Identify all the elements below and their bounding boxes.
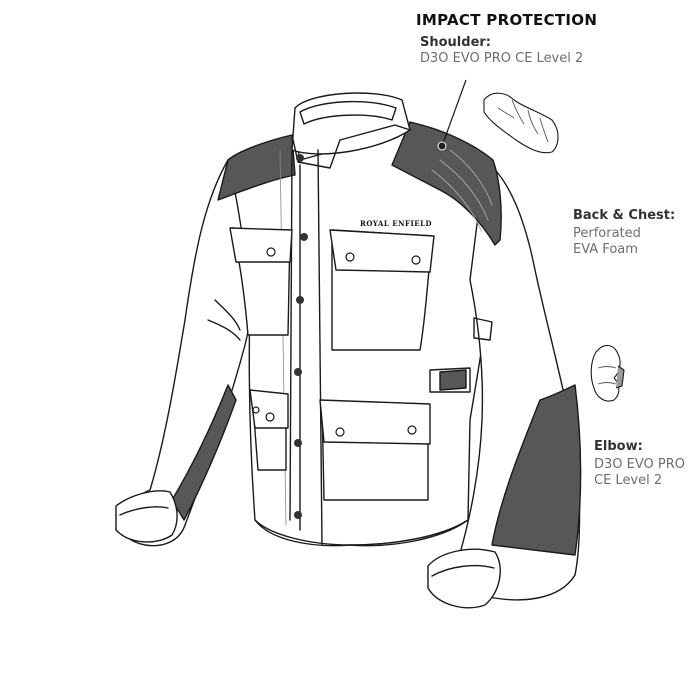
elbow-value-line1: D3O EVO PRO (594, 457, 685, 473)
elbow-label: Elbow: (594, 439, 643, 454)
back-chest-value-line2: EVA Foam (573, 242, 638, 258)
shoulder-label: Shoulder: (420, 35, 491, 50)
left-cuff (116, 491, 177, 542)
right-cuff (428, 549, 500, 607)
page-title: IMPACT PROTECTION (416, 11, 597, 29)
shoulder-value: D3O EVO PRO CE Level 2 (420, 51, 583, 67)
back-chest-value-line1: Perforated (573, 226, 641, 242)
brand-logo: Royal Enfield (360, 219, 432, 228)
shoulder-protector-icon (484, 93, 558, 152)
shoulder-marker (438, 142, 446, 150)
back-chest-label: Back & Chest: (573, 208, 675, 223)
elbow-value-line2: CE Level 2 (594, 473, 662, 489)
elbow-protector-icon (591, 345, 624, 401)
